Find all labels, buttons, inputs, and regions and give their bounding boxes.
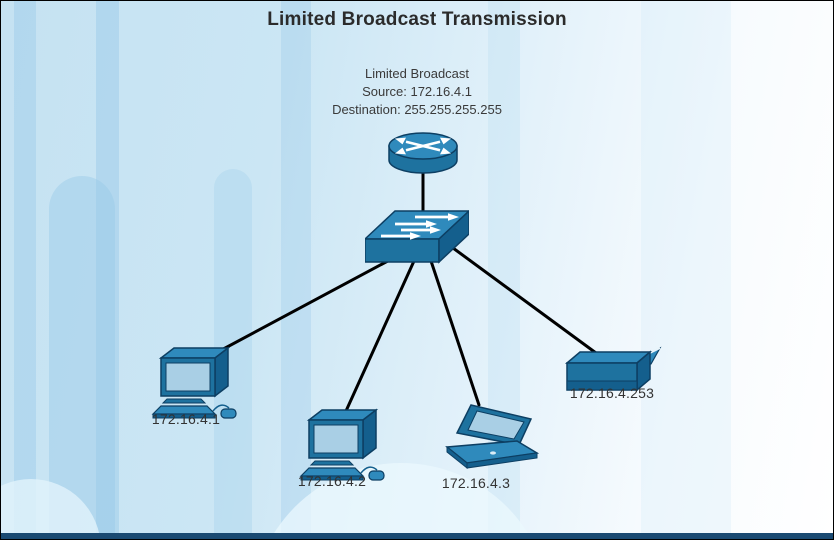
switch-icon	[365, 209, 469, 264]
printer-label: 172.16.4.253	[569, 385, 655, 401]
router-icon	[388, 132, 458, 174]
router-node	[383, 129, 463, 179]
pc1-label: 172.16.4.1	[151, 411, 221, 427]
pc1-node	[151, 341, 243, 425]
link-switch-pc2	[344, 259, 416, 413]
pc2-label: 172.16.4.2	[297, 473, 367, 489]
laptop-node	[441, 397, 545, 475]
annotation-line-3: Destination: 255.255.255.255	[332, 102, 502, 117]
broadcast-annotation: Limited Broadcast Source: 172.16.4.1 Des…	[1, 65, 833, 119]
diagram-title: Limited Broadcast Transmission	[267, 9, 567, 30]
laptop-label: 172.16.4.3	[441, 475, 511, 491]
annotation-line-2: Source: 172.16.4.1	[362, 84, 472, 99]
switch-node	[365, 199, 469, 267]
link-switch-printer	[451, 246, 598, 355]
printer-icon	[564, 346, 662, 392]
laptop-icon	[445, 404, 540, 470]
bottom-bar	[1, 533, 833, 539]
annotation-line-1: Limited Broadcast	[364, 66, 470, 81]
printer-node	[563, 343, 663, 405]
desktop-pc-icon	[151, 346, 237, 419]
link-switch-pc1	[212, 253, 401, 356]
link-switch-laptop	[429, 259, 481, 407]
